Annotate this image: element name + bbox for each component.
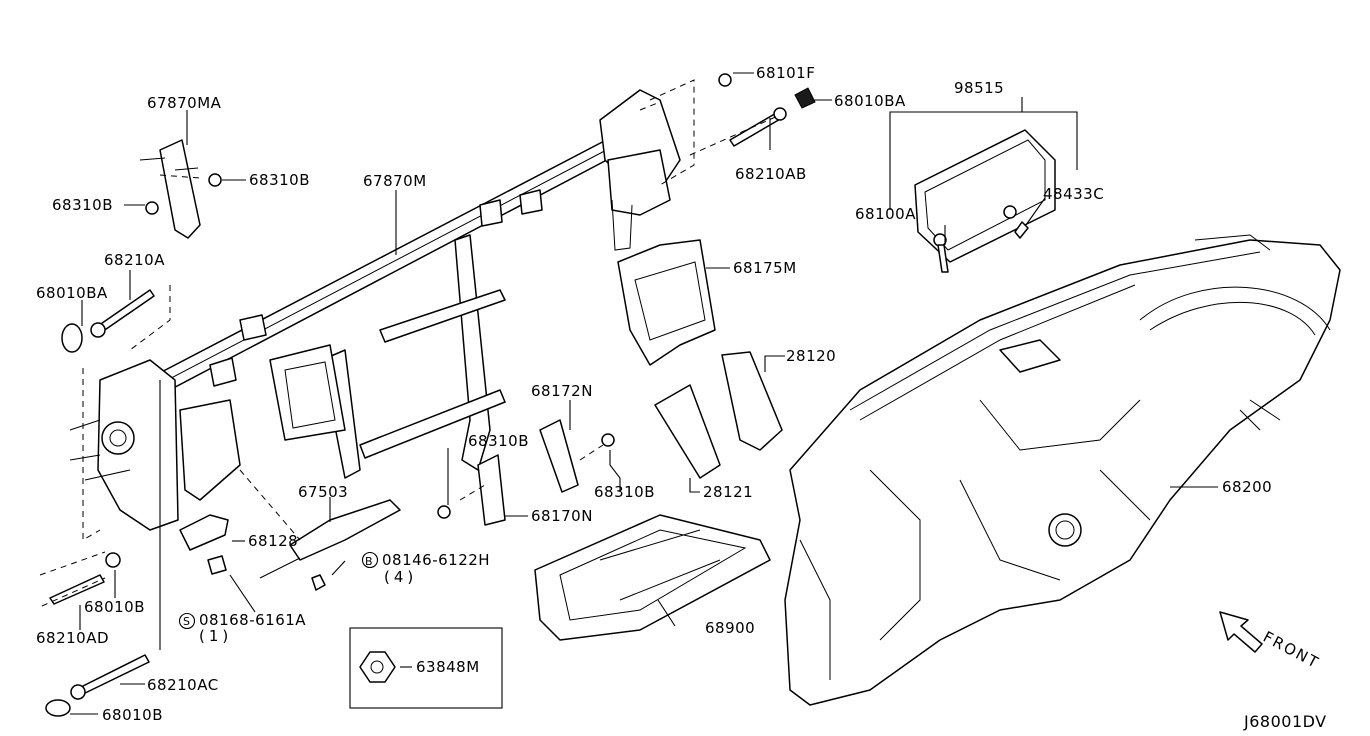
bracket-67870ma <box>139 139 201 239</box>
label-68128: 68128 <box>248 532 298 550</box>
label-08146-prefix: B <box>365 555 373 568</box>
label-08168-qty: (1) <box>199 627 232 645</box>
label-08168: 08168-6161A <box>199 611 306 629</box>
instrument-panel <box>784 234 1341 706</box>
label-68210ac: 68210AC <box>147 676 219 694</box>
label-68010b-b: 68010B <box>102 706 163 724</box>
label-63848m: 63848M <box>416 658 480 676</box>
label-67503: 67503 <box>298 483 348 501</box>
part-labels: 68101F 68010BA 98515 67870MA 68310B 6831… <box>36 64 1327 731</box>
diagram-code: J68001DV <box>1243 712 1327 731</box>
bracket-68172n <box>539 419 579 493</box>
steering-member <box>69 89 681 531</box>
label-28120: 28120 <box>786 347 836 365</box>
label-98515: 98515 <box>954 79 1004 97</box>
dashed-lines <box>39 79 781 607</box>
label-68010ba-left: 68010BA <box>36 284 108 302</box>
label-68210ad: 68210AD <box>36 629 109 647</box>
front-arrow-icon <box>1219 611 1263 653</box>
label-08168-group: S 08168-6161A (1) <box>178 611 306 645</box>
label-08146-group: B 08146-6122H (4) <box>361 551 490 586</box>
label-68200: 68200 <box>1222 478 1272 496</box>
label-68310b-b: 68310B <box>52 196 113 214</box>
label-68310b-d: 68310B <box>594 483 655 501</box>
label-68210a: 68210A <box>104 251 165 269</box>
bracket-28121 <box>654 384 721 479</box>
label-68170n: 68170N <box>531 507 593 525</box>
label-67870m: 67870M <box>363 172 427 190</box>
label-68310b-c: 68310B <box>468 432 529 450</box>
label-48433c: 48433C <box>1043 185 1104 203</box>
label-08168-prefix: S <box>183 615 190 628</box>
bracket-68128 <box>179 514 229 551</box>
leader-lines <box>70 72 1218 715</box>
label-68310b-a: 68310B <box>249 171 310 189</box>
label-68010ba-right: 68010BA <box>834 92 906 110</box>
label-08146: 08146-6122H <box>382 551 490 569</box>
display-unit <box>914 129 1056 263</box>
bracket-68170n <box>477 454 506 526</box>
front-label: FRONT <box>1260 628 1323 673</box>
label-68900: 68900 <box>705 619 755 637</box>
label-68101f: 68101F <box>756 64 815 82</box>
label-68010b-a: 68010B <box>84 598 145 616</box>
bracket-28120 <box>721 351 783 451</box>
label-68210ab: 68210AB <box>735 165 807 183</box>
label-67870ma: 67870MA <box>147 94 222 112</box>
label-68175m: 68175M <box>733 259 797 277</box>
detail-box-63848m <box>349 627 503 709</box>
label-68100a: 68100A <box>855 205 916 223</box>
bracket-68175m <box>617 239 716 366</box>
label-28121: 28121 <box>703 483 753 501</box>
hardware <box>45 73 1029 717</box>
tray-68900 <box>534 514 771 641</box>
label-08146-qty: (4) <box>384 568 417 586</box>
label-68172n: 68172N <box>531 382 593 400</box>
